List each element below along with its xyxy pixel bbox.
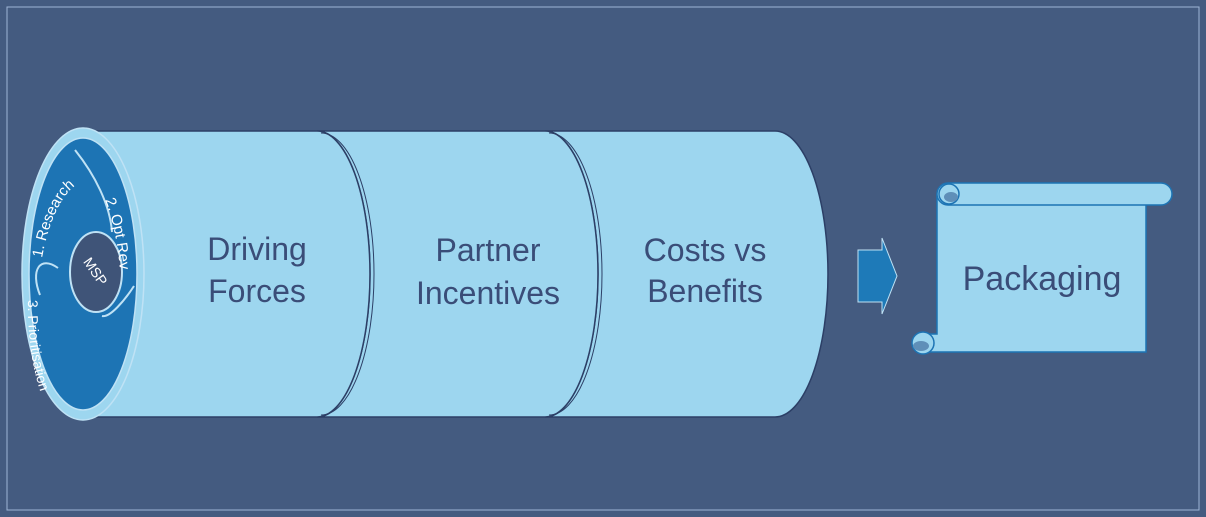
cylinder-seam-2 (548, 132, 603, 416)
scroll-icon (911, 182, 1173, 355)
segment-label-costs-vs-benefits-line2: Benefits (647, 273, 763, 309)
segment-label-partner-incentives-line2: Incentives (416, 275, 560, 311)
cycle-divider-3 (101, 285, 135, 318)
right-arrow-icon (857, 237, 898, 315)
segment-label-costs-vs-benefits-line1: Costs vs (644, 232, 767, 268)
diagram-frame (6, 6, 1200, 511)
scroll-bottom-curl-inner (913, 341, 929, 351)
segment-label-partner-incentives-line1: Partner (436, 232, 541, 268)
cycle-divider-1 (74, 149, 113, 233)
segment-label-driving-forces-line1: Driving (207, 231, 307, 267)
cylinder-segment-driving-forces (96, 130, 371, 418)
scroll-label: Packaging (963, 260, 1122, 298)
scroll-top-roll (936, 182, 1173, 206)
cycle-hub (69, 231, 123, 313)
segment-label-driving-forces-line2: Forces (208, 273, 306, 309)
cylinder: MSP 1. Research 2. Opt Rev 3. Prioritisa… (21, 127, 829, 421)
cylinder-seam-1 (320, 132, 375, 416)
scroll-top-curl-inner (944, 192, 958, 202)
cycle-divider-2 (35, 262, 59, 296)
